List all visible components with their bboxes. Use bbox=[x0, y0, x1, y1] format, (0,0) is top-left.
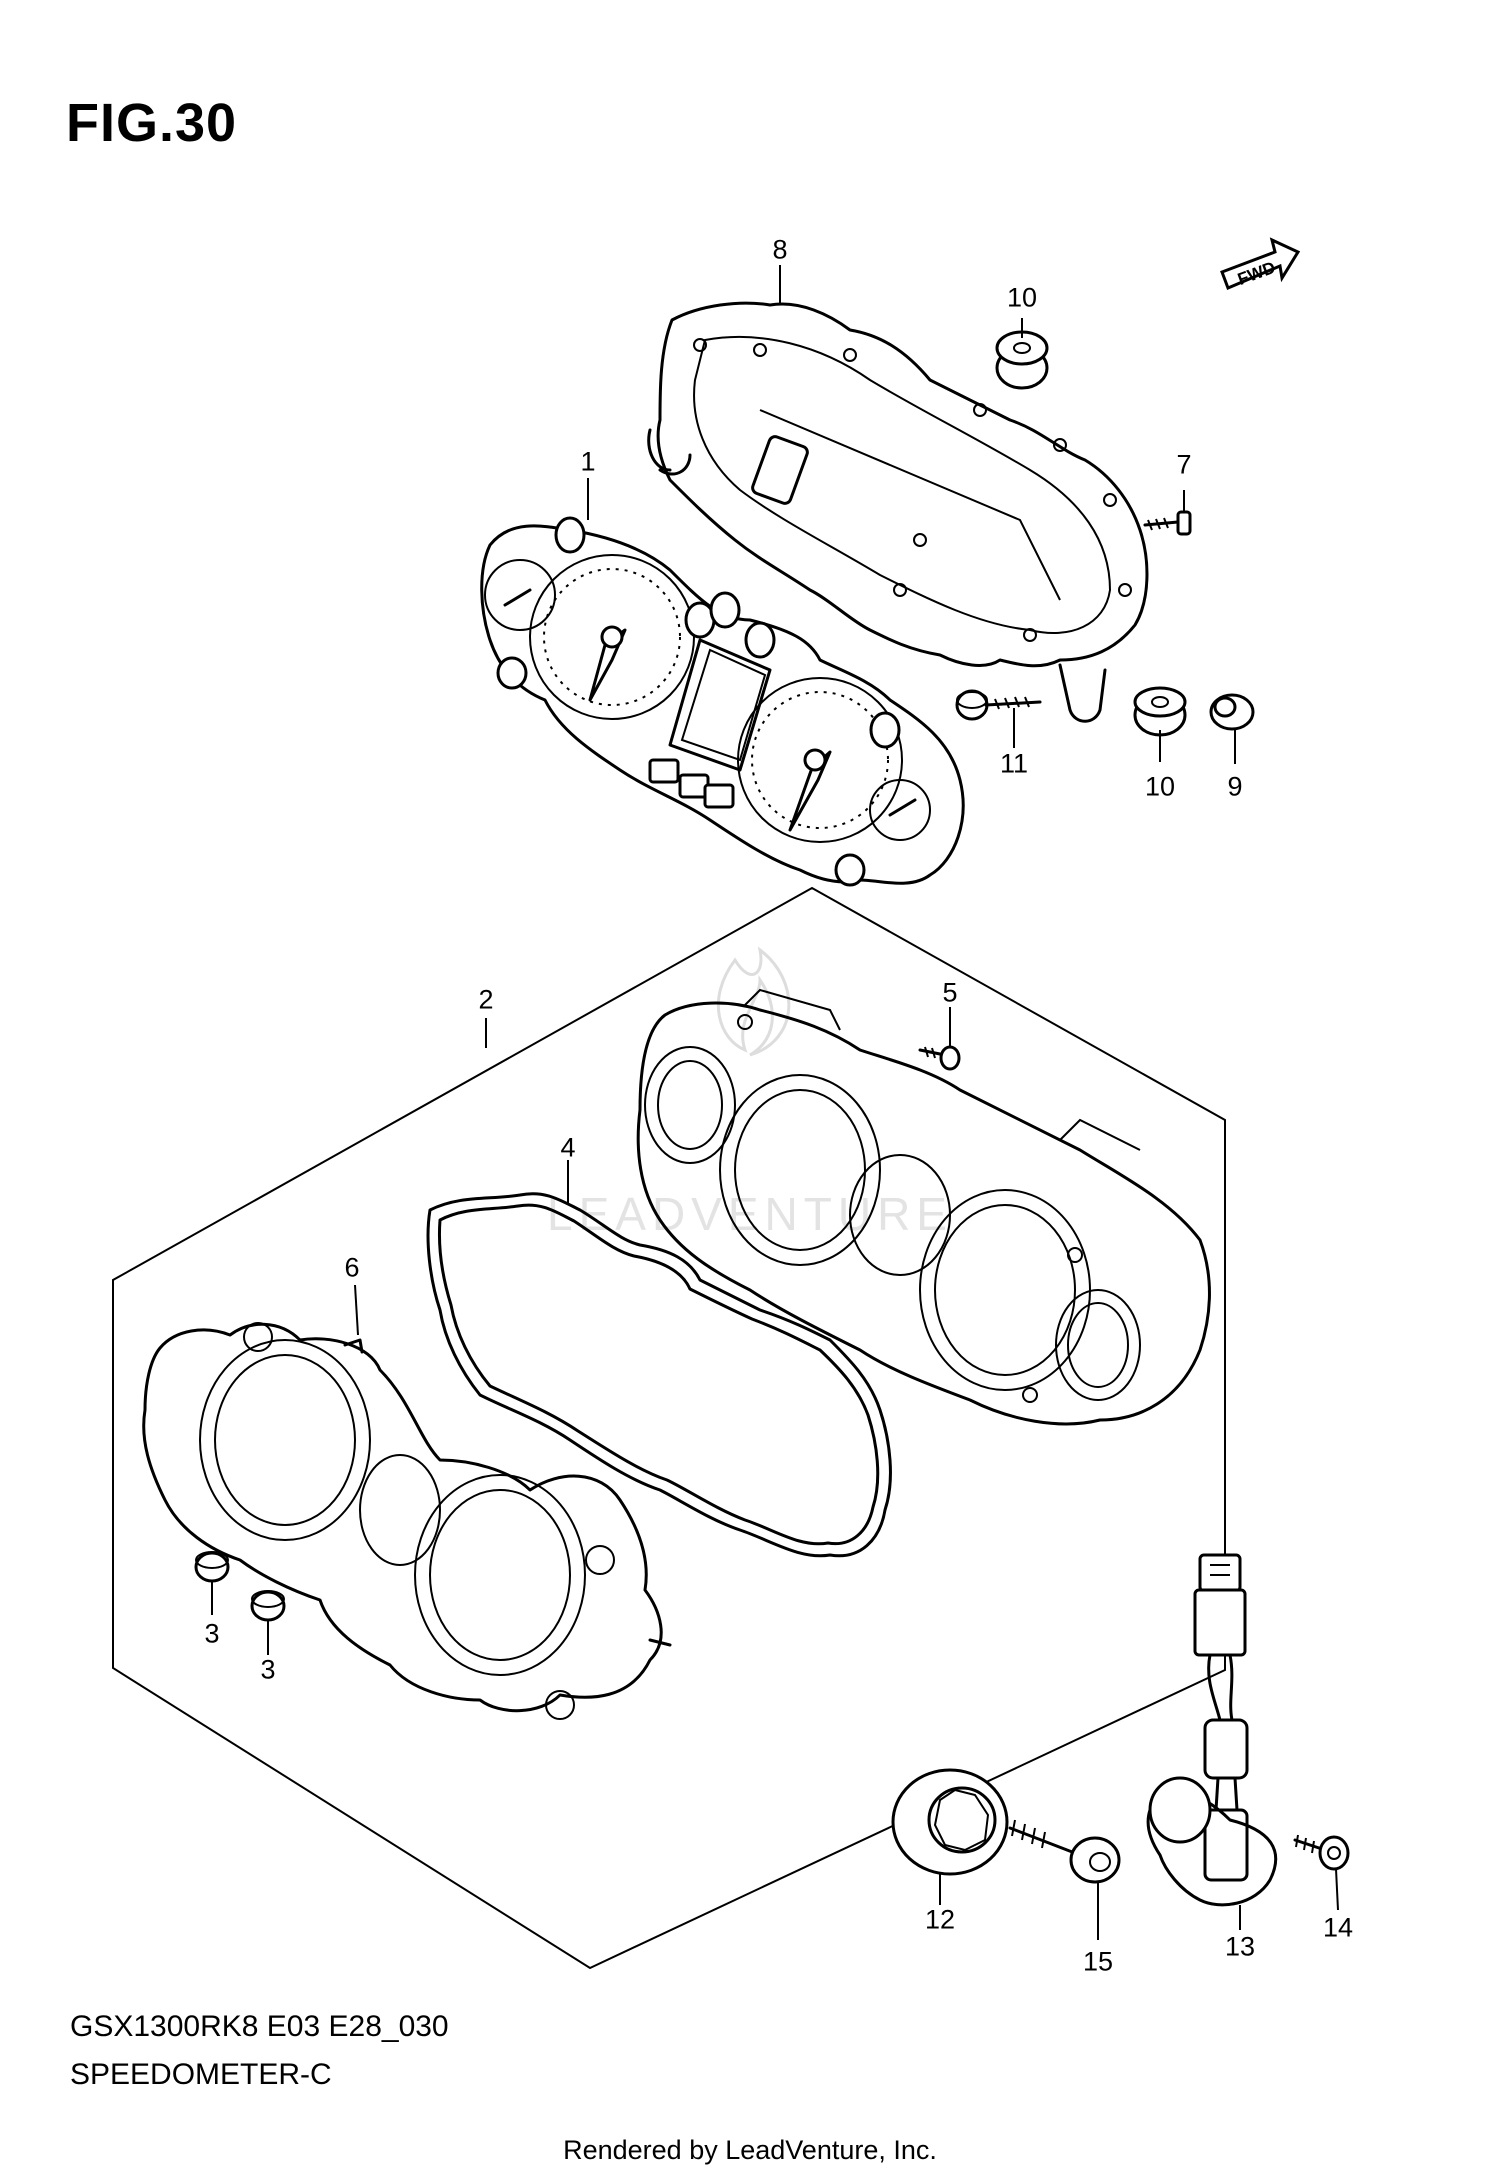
assembly-boundary-2 bbox=[112, 886, 1226, 1970]
model-code: GSX1300RK8 E03 E28_030 bbox=[70, 2010, 449, 2043]
callout-12: 12 bbox=[924, 1904, 956, 1935]
callout-2: 2 bbox=[478, 984, 494, 1015]
watermark-text: LEADVENTURE bbox=[547, 1188, 953, 1240]
callout-7: 7 bbox=[1176, 449, 1192, 480]
nut-3b bbox=[250, 1590, 286, 1622]
screw-5 bbox=[918, 1045, 961, 1071]
speed-sensor-13 bbox=[1146, 1553, 1278, 1907]
callout-10-top: 10 bbox=[1006, 282, 1038, 313]
callout-14: 14 bbox=[1322, 1912, 1354, 1943]
grommet-top bbox=[995, 330, 1049, 390]
callout-13: 13 bbox=[1224, 1931, 1256, 1962]
front-meter-case bbox=[636, 988, 1211, 1426]
watermark-logo bbox=[716, 946, 791, 1057]
rear-meter-case bbox=[647, 301, 1149, 723]
figure-title: FIG.30 bbox=[66, 93, 238, 153]
callout-1: 1 bbox=[580, 446, 596, 477]
callout-15: 15 bbox=[1082, 1946, 1114, 1977]
screw-7 bbox=[1143, 510, 1192, 536]
callout-9: 9 bbox=[1227, 771, 1243, 802]
diagram-subtitle: SPEEDOMETER-C bbox=[70, 2058, 332, 2091]
gasket-4 bbox=[426, 1192, 892, 1558]
leader-lines bbox=[211, 265, 1339, 1940]
callout-3b: 3 bbox=[260, 1654, 276, 1685]
bolt-15 bbox=[1008, 1819, 1121, 1884]
collar-9 bbox=[1209, 693, 1255, 731]
bolt-14 bbox=[1293, 1834, 1350, 1871]
callout-8: 8 bbox=[772, 234, 788, 265]
callout-10-lower: 10 bbox=[1144, 771, 1176, 802]
callout-6: 6 bbox=[344, 1252, 360, 1283]
bolt-11 bbox=[955, 689, 1042, 721]
meter-assembly bbox=[480, 516, 965, 887]
render-credit: Rendered by LeadVenture, Inc. bbox=[563, 2135, 937, 2165]
fwd-label: FWD bbox=[1235, 258, 1278, 289]
meter-lens-6 bbox=[142, 1322, 672, 1720]
fwd-arrow-icon: FWD bbox=[1220, 237, 1301, 290]
callout-11: 11 bbox=[999, 748, 1029, 779]
grommet-lower bbox=[1133, 686, 1187, 737]
callout-5: 5 bbox=[942, 977, 958, 1008]
callout-3a: 3 bbox=[204, 1618, 220, 1649]
drive-plate-12 bbox=[891, 1768, 1009, 1876]
nut-3a bbox=[194, 1551, 230, 1583]
callout-4: 4 bbox=[560, 1132, 576, 1163]
